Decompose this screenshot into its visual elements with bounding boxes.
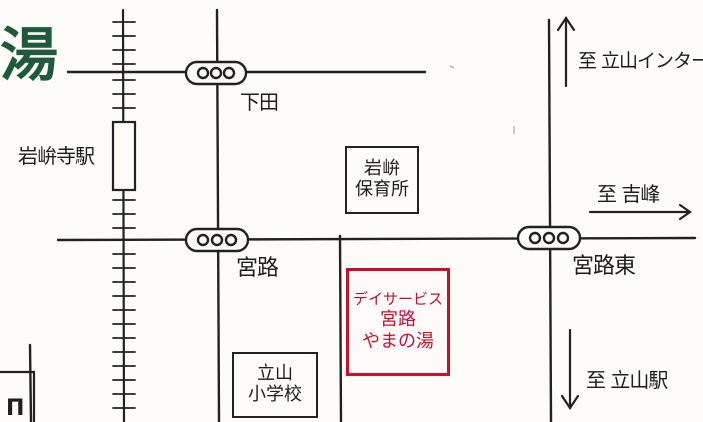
landmark-school: 立山 小学校 xyxy=(232,352,318,418)
intersection-label-shimoda: 下田 xyxy=(240,90,279,114)
arrow-right-icon xyxy=(588,203,692,221)
landmark-nursery: 岩峅 保育所 xyxy=(345,146,419,214)
station-label-iwakuraji: 岩峅寺駅 xyxy=(18,144,95,168)
road-east-vertical xyxy=(547,18,553,422)
landmark-nursery-line2: 保育所 xyxy=(355,179,409,200)
traffic-signal-shimoda-icon xyxy=(184,60,248,86)
intersection-label-miyaji: 宮路 xyxy=(236,256,279,281)
traffic-signal-miyaji-icon xyxy=(184,227,250,253)
road-main-horizontal xyxy=(56,236,697,242)
facility-day-service: デイサービス 宮路 やまの湯 xyxy=(346,268,450,376)
landmark-school-line2: 小学校 xyxy=(248,384,302,405)
landmark-nursery-line1: 岩峅 xyxy=(364,158,400,180)
direction-label-tateyama-station: 至 立山駅 xyxy=(586,368,668,392)
station-building xyxy=(111,120,137,192)
facility-line1: デイサービス xyxy=(352,290,443,309)
facility-line3: やまの湯 xyxy=(362,331,434,353)
direction-label-yoshimine: 至 吉峰 xyxy=(597,182,660,206)
intersection-label-miyaji-higashi: 宮路東 xyxy=(572,254,636,279)
traffic-signal-miyaji-higashi-icon xyxy=(516,225,582,251)
landmark-school-line1: 立山 xyxy=(257,363,293,385)
facility-line2: 宮路 xyxy=(380,308,416,330)
arrow-down-icon xyxy=(560,328,580,410)
railway-line xyxy=(111,8,137,422)
direction-label-tateyama-ic: 至 立山インター xyxy=(578,50,703,72)
road-west-lower-vertical xyxy=(28,343,33,422)
arrow-up-icon xyxy=(556,16,576,88)
corner-fragment: П xyxy=(6,396,24,421)
brand-title-fragment: 湯 xyxy=(0,21,59,89)
road-lower-vertical xyxy=(338,234,343,422)
corner-frame xyxy=(0,370,36,422)
